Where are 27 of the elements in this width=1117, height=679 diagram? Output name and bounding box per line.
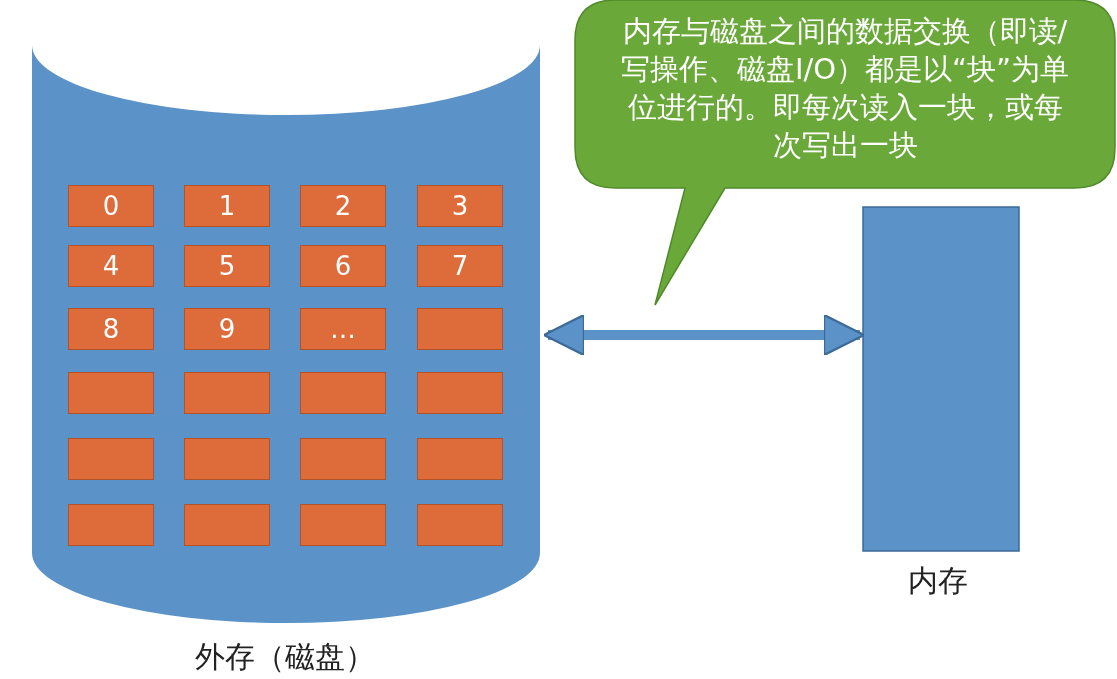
disk-block <box>68 372 154 414</box>
disk-block <box>184 438 270 480</box>
disk-block <box>417 308 503 350</box>
disk-block: 0 <box>68 185 154 227</box>
disk-block <box>300 504 386 546</box>
disk-block <box>417 372 503 414</box>
disk-block: 4 <box>68 245 154 287</box>
disk-block: … <box>300 308 386 350</box>
disk-block: 1 <box>184 185 270 227</box>
disk-block <box>417 504 503 546</box>
disk-block: 2 <box>300 185 386 227</box>
disk-block <box>417 438 503 480</box>
node-label: 内存 <box>908 562 968 600</box>
disk-block: 7 <box>417 245 503 287</box>
disk-block: 8 <box>68 308 154 350</box>
disk-block <box>184 504 270 546</box>
disk-block: 3 <box>417 185 503 227</box>
disk-block: 5 <box>184 245 270 287</box>
disk-block <box>68 438 154 480</box>
callout-text: 内存与磁盘之间的数据交换（即读/写操作、磁盘I/O）都是以“块”为单位进行的。即每次读入一块，或每次写出一块 <box>619 13 1071 164</box>
disk-block: 6 <box>300 245 386 287</box>
disk-block <box>184 372 270 414</box>
disk-block <box>300 438 386 480</box>
disk-block: 9 <box>184 308 270 350</box>
disk-block <box>68 504 154 546</box>
node-label: 外存（磁盘） <box>195 638 375 676</box>
disk-block <box>300 372 386 414</box>
